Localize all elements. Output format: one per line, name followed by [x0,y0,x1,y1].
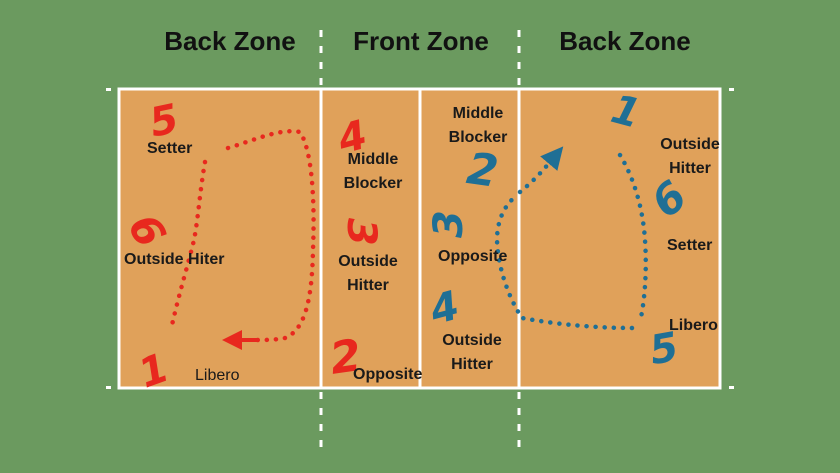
right-rotation-arrow [517,146,564,195]
right-label-outside-back: Outside Hitter [660,136,720,177]
zone-title-center: Front Zone [353,26,489,56]
left-label-outside: Outside Hiter [124,251,225,268]
right-label-libero: Libero [669,317,718,334]
right-label-outside-front: Outside Hitter [442,332,502,373]
right-rotation-path [617,152,648,325]
left-label-libero: Libero [195,367,240,384]
right-label-opposite: Opposite [438,248,508,265]
right-label-middle: Middle Blocker [448,105,508,146]
left-label-opposite: Opposite [353,366,423,383]
left-rotation-path [169,159,208,328]
left-number-outside-front: 3 [338,218,384,246]
right-number-middle: 2 [464,143,501,198]
line-extensions [319,30,521,455]
left-number-opposite: 2 [327,330,364,385]
zone-title-left: Back Zone [164,26,296,56]
right-rotation-path-bottom [494,194,635,331]
left-label-middle: Middle Blocker [343,151,403,192]
zone-title-right: Back Zone [559,26,691,56]
right-label-setter: Setter [667,237,713,254]
left-label-setter: Setter [147,140,193,157]
right-number-opposite: 3 [426,210,472,238]
corner-ticks [106,88,734,389]
left-label-outside-front: Outside Hitter [338,253,398,294]
